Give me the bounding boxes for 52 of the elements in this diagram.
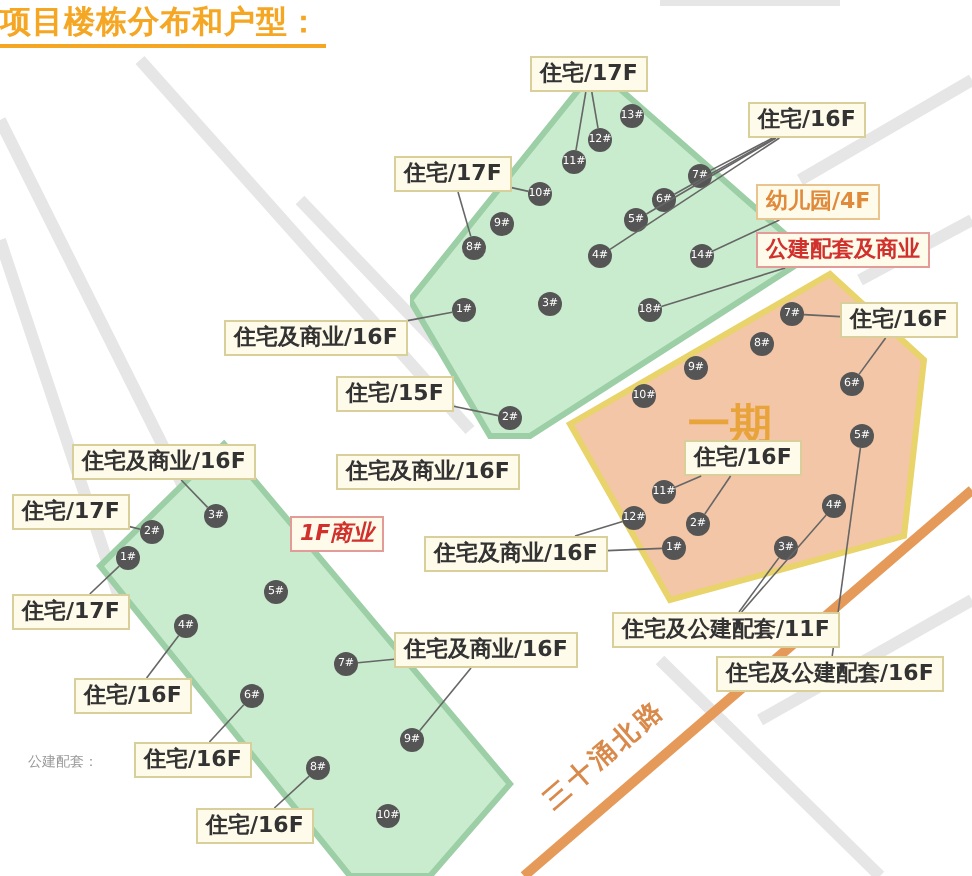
leader-line [831,447,862,657]
callout-label: 住宅/17F [12,494,130,530]
leader-line [208,704,245,743]
callout-label: 住宅/17F [12,594,130,630]
callout-label: 住宅/16F [748,102,866,138]
leader-line [660,267,786,308]
leader-line [128,525,142,530]
callout-label: 住宅/16F [74,678,192,714]
leader-line [452,405,499,417]
callout-label: 住宅及公建配套/16F [716,656,944,692]
leader-line [674,475,702,488]
leader-line [606,547,663,552]
leader-line [273,775,310,809]
leader-line [803,313,841,318]
callout-label: 1F商业 [290,516,385,552]
leader-line [510,186,530,193]
leader-line [738,556,780,613]
leader-line [357,658,395,664]
leader-line [574,520,624,537]
callout-label: 住宅/16F [840,302,958,338]
callout-label: 住宅及商业/16F [72,444,256,480]
callout-label: 住宅/16F [684,440,802,476]
road-name: 三十涌北路 [536,692,673,818]
leader-line [858,337,887,376]
leader-line [645,137,777,215]
leader-line [709,137,774,172]
callout-label: 住宅/17F [530,56,648,92]
leader-line [609,137,781,251]
leader-line [180,479,209,509]
leader-line [575,91,587,151]
callout-label: 幼儿园/4F [756,184,881,220]
callout-label: 住宅及公建配套/11F [612,612,840,648]
callout-label: 住宅/16F [134,742,252,778]
leader-line [406,311,453,322]
leader-line [457,191,472,238]
callout-label: 住宅/16F [196,808,314,844]
leader-line [740,514,827,613]
callout-label: 住宅及商业/16F [336,454,520,490]
leader-line [673,137,776,195]
callout-label: 住宅及商业/16F [224,320,408,356]
callout-label: 住宅及商业/16F [424,536,608,572]
leader-line [145,634,180,679]
leader-line [418,667,472,732]
leader-line [704,475,732,515]
leader-line [712,219,781,252]
leader-line [89,565,120,595]
callout-label: 住宅/17F [394,156,512,192]
title: 项目楼栋分布和户型： [0,0,326,48]
callout-label: 住宅/15F [336,376,454,412]
callout-label: 住宅及商业/16F [394,632,578,668]
callout-label: 公建配套及商业 [756,232,930,268]
leader-line [591,91,599,129]
